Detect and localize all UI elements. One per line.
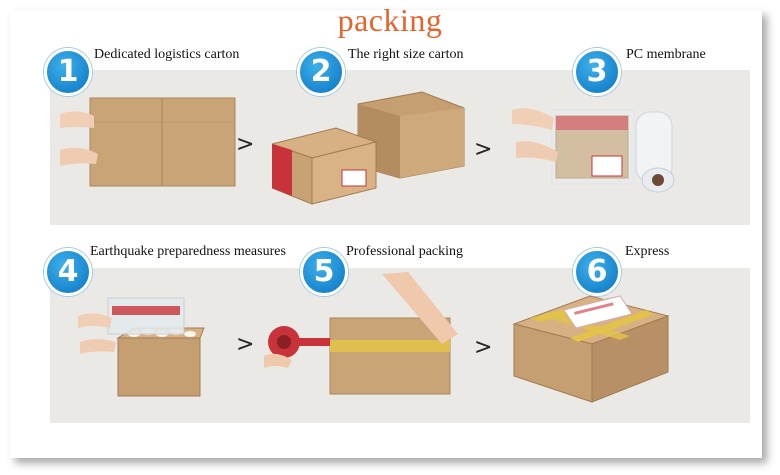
right-size-cartons-illustration — [272, 91, 465, 205]
page-title: packing — [337, 2, 443, 38]
step-1-badge: 1 — [44, 48, 92, 96]
earthquake-protection-illustration — [78, 297, 205, 397]
arrow-step-1-to-2: > — [236, 132, 255, 157]
step-5-badge: 5 — [300, 248, 348, 296]
step-4-badge: 4 — [44, 248, 92, 296]
pc-membrane-wrapping-illustration — [512, 108, 675, 193]
step-2-label: The right size carton — [348, 47, 464, 62]
arrow-step-4-to-5: > — [236, 332, 255, 357]
taping-box-illustration — [264, 272, 458, 395]
step-6-label: Express — [625, 244, 670, 259]
step-2-badge: 2 — [297, 48, 345, 96]
express-parcel-illustration — [512, 295, 670, 403]
arrow-step-2-to-3: > — [474, 137, 493, 162]
step-3-label: PC membrane — [626, 47, 706, 62]
step-6-badge: 6 — [573, 248, 621, 296]
step-3-badge: 3 — [573, 48, 621, 96]
flat-carton-illustration — [60, 97, 236, 187]
step-1-label: Dedicated logistics carton — [94, 47, 240, 62]
arrow-step-5-to-6: > — [474, 335, 493, 360]
step-4-label: Earthquake preparedness measures — [90, 244, 286, 259]
step-5-label: Professional packing — [346, 244, 464, 259]
